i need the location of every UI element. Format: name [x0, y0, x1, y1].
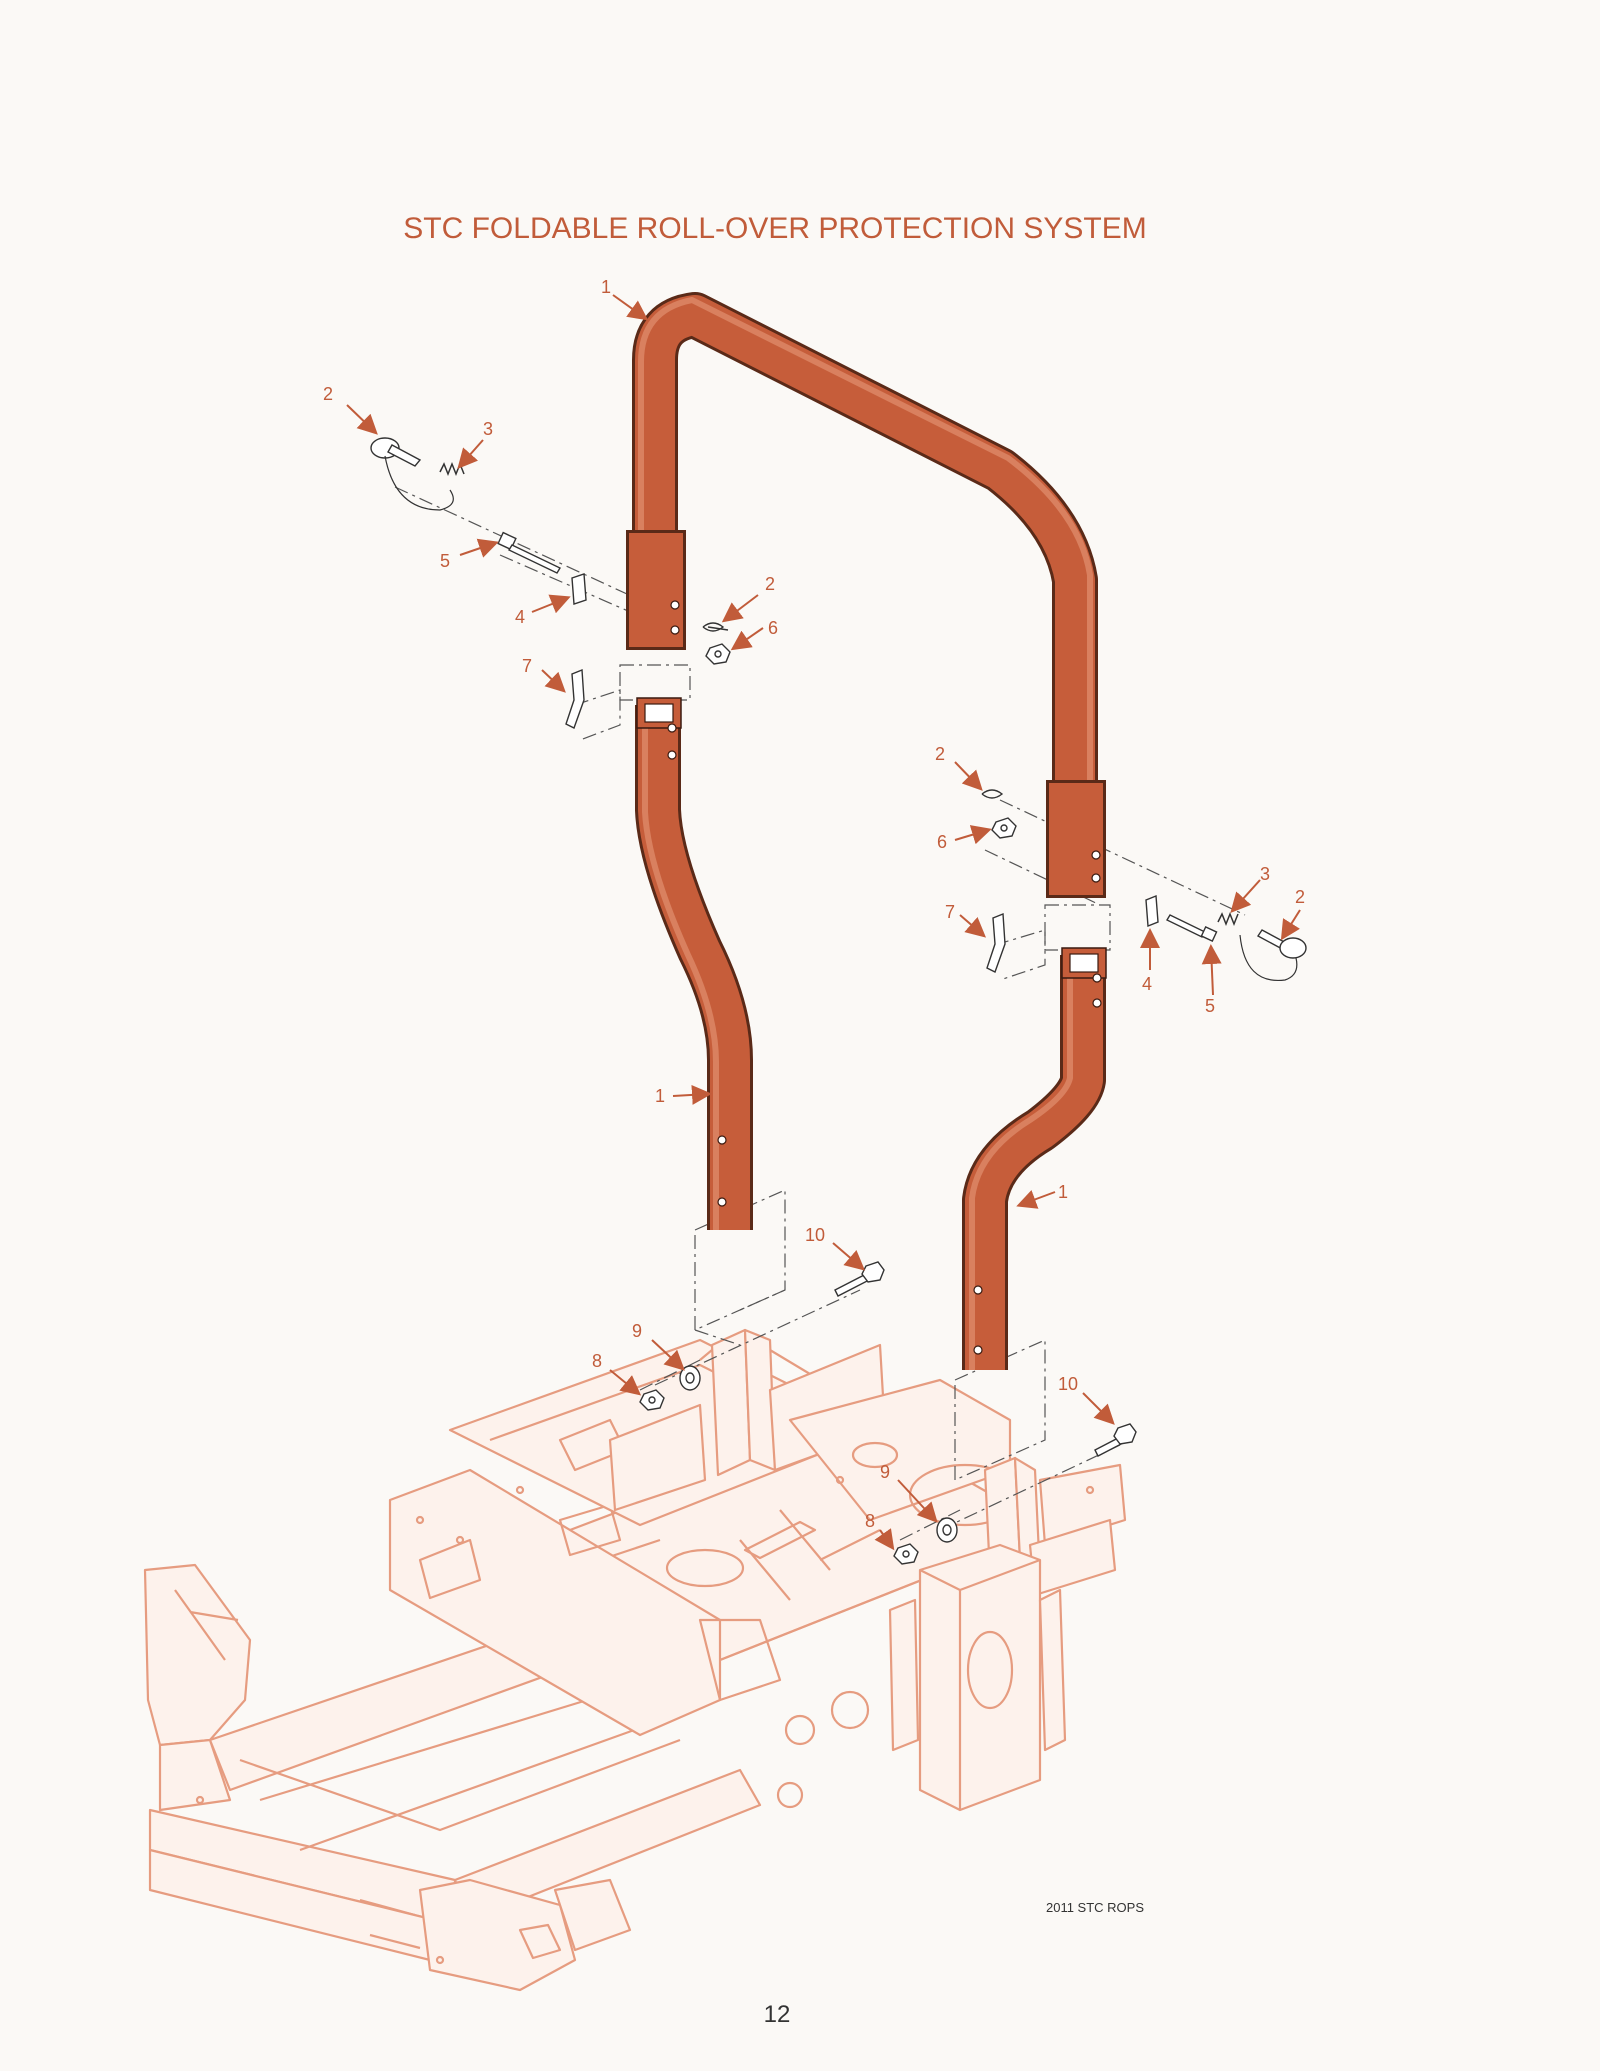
rops-upper-hoop	[632, 292, 1098, 790]
rops-lower-left-leg	[635, 697, 753, 1230]
callout-label: 8	[865, 1511, 875, 1531]
callout-label: 1	[655, 1086, 665, 1106]
nut-lower-left	[639, 1389, 665, 1411]
callout-label: 1	[1058, 1182, 1068, 1202]
figure-code: 2011 STC ROPS	[1046, 1900, 1144, 1915]
callout-label: 1	[601, 277, 611, 297]
upper-left-sleeve	[626, 530, 686, 650]
page-number: 12	[764, 2001, 791, 2028]
callout-arrows	[346, 294, 1301, 1551]
callout-label: 5	[440, 551, 450, 571]
latch-clip-upper-right	[986, 912, 1006, 973]
nut-lower-right	[893, 1543, 919, 1565]
callout-label: 9	[632, 1321, 642, 1341]
callout-label: 10	[1058, 1374, 1078, 1394]
callout-label: 2	[1295, 887, 1305, 907]
mower-frame	[143, 1328, 1127, 1992]
callout-label: 3	[1260, 864, 1270, 884]
hitch-pin-upper-right	[1239, 929, 1307, 982]
callout-label: 2	[935, 744, 945, 764]
bracket-upper-left	[571, 573, 587, 605]
nut-upper-right	[991, 817, 1017, 839]
bolt-upper-right	[1166, 914, 1218, 942]
cotter-pin-upper-right	[981, 789, 1004, 799]
callout-labels: 1 2 3 2 5 4 6 7 2 6 3 2 7 4 5 1 1 10 9 8…	[323, 277, 1305, 1531]
callout-label: 8	[592, 1351, 602, 1371]
page-title: STC FOLDABLE ROLL-OVER PROTECTION SYSTEM	[403, 212, 1146, 245]
callout-label: 4	[515, 607, 525, 627]
assembly-lines	[394, 486, 1246, 1541]
callout-label: 5	[1205, 996, 1215, 1016]
bolt-upper-left	[497, 531, 561, 574]
callout-label: 7	[522, 656, 532, 676]
callout-label: 3	[483, 419, 493, 439]
rops-lower-right-leg	[962, 947, 1107, 1370]
cotter-pin-upper-left	[702, 622, 729, 632]
callout-label: 6	[937, 832, 947, 852]
bolt-lower-right	[1094, 1423, 1137, 1457]
washer-lower-right	[936, 1517, 958, 1543]
callout-label: 2	[765, 574, 775, 594]
spring-upper-right	[1217, 911, 1239, 927]
bolt-lower-left	[834, 1261, 885, 1297]
nut-upper-left	[705, 643, 731, 665]
callout-label: 4	[1142, 974, 1152, 994]
upper-right-sleeve	[1046, 780, 1106, 898]
callout-label: 2	[323, 384, 333, 404]
hitch-pin-upper-left	[370, 437, 454, 511]
bracket-upper-right	[1145, 894, 1159, 928]
callout-label: 6	[768, 618, 778, 638]
callout-label: 9	[880, 1462, 890, 1482]
washer-lower-left	[679, 1365, 701, 1391]
callout-label: 7	[945, 902, 955, 922]
callout-label: 10	[805, 1225, 825, 1245]
latch-clip-upper-left	[565, 668, 585, 729]
